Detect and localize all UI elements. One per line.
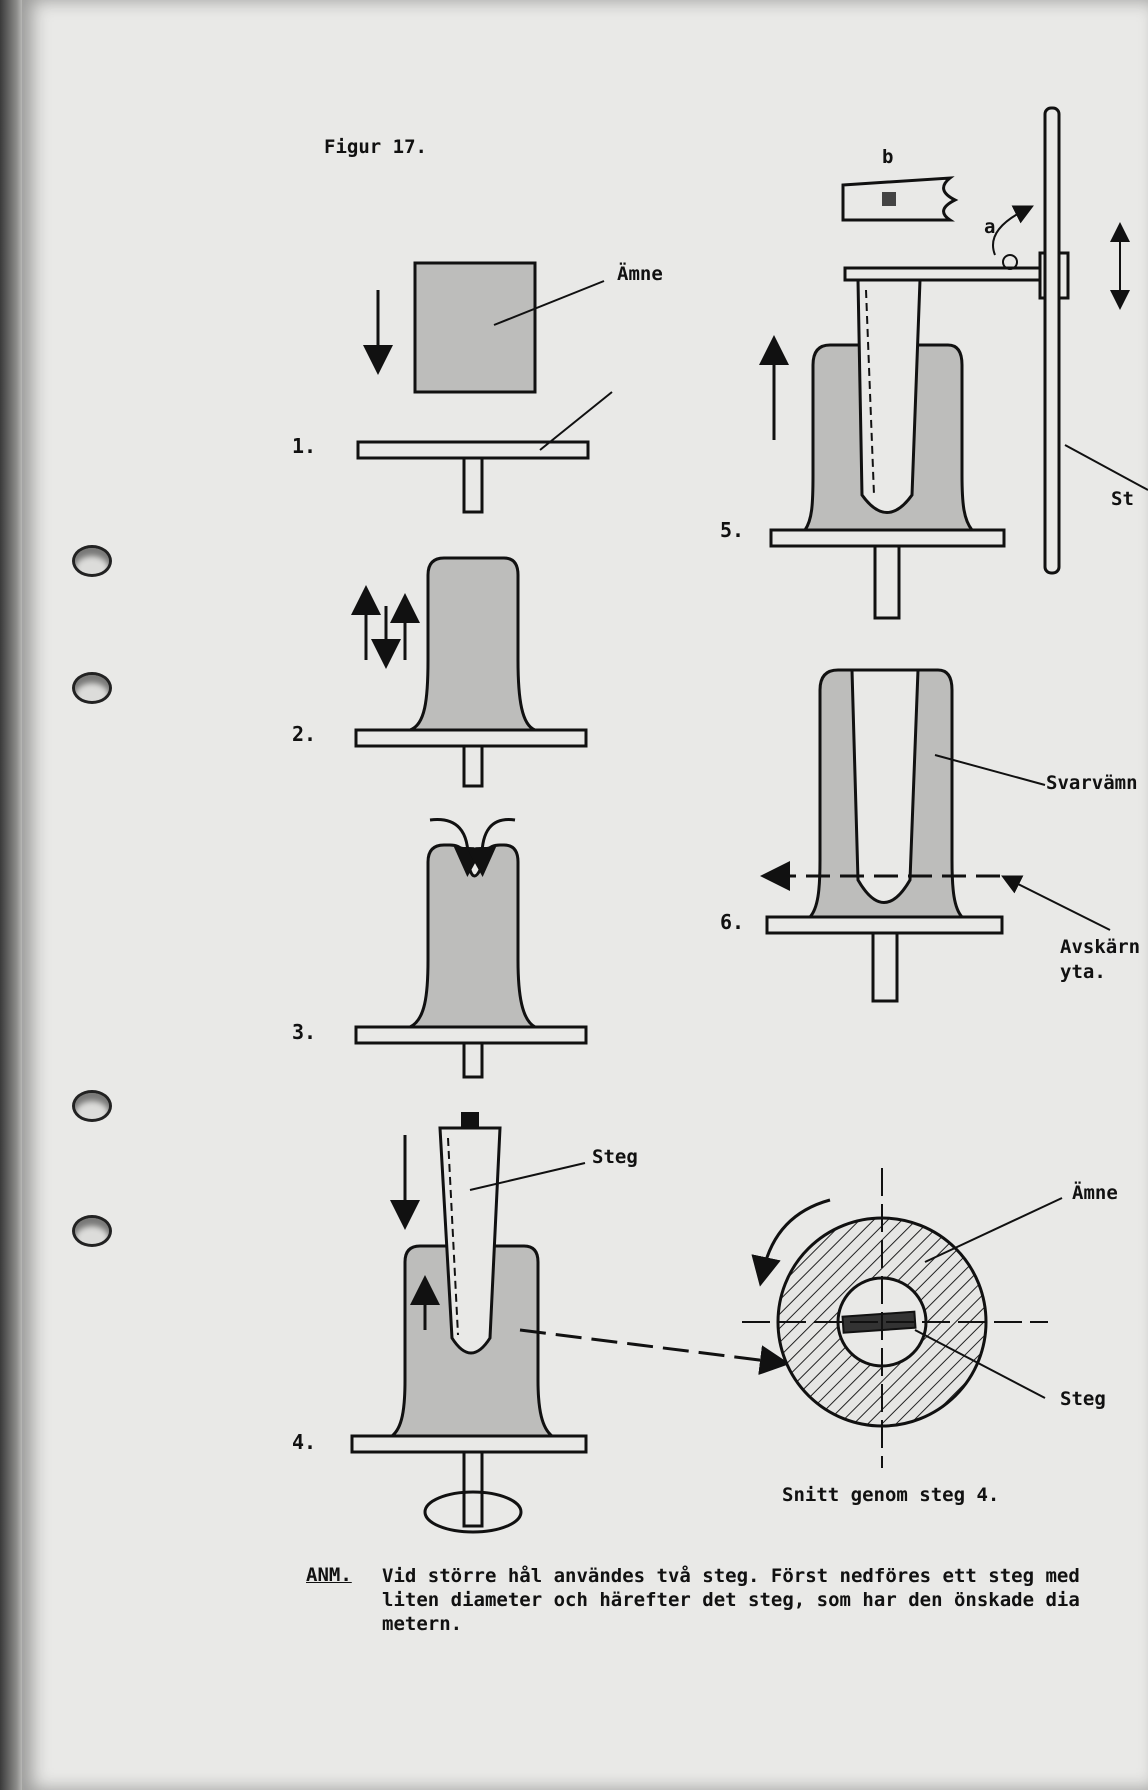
- step-number-4: 4.: [292, 1430, 317, 1454]
- document-page: [22, 0, 1148, 1790]
- step-3-diagram: [354, 818, 588, 1079]
- punch-hole: [72, 672, 112, 704]
- label-steg-section: Steg: [1060, 1388, 1106, 1410]
- label-amne: Ämne: [617, 263, 663, 285]
- label-steg: Steg: [592, 1146, 638, 1168]
- step-4-diagram: [350, 1112, 790, 1534]
- punch-hole: [72, 545, 112, 577]
- punch-hole: [72, 1215, 112, 1247]
- label-st: St: [1111, 488, 1134, 510]
- step-5-diagram: [759, 106, 1148, 620]
- step-number-5: 5.: [720, 518, 745, 542]
- label-amne-section: Ämne: [1072, 1182, 1118, 1204]
- label-avskarn: Avskärn: [1060, 936, 1141, 958]
- step-number-3: 3.: [292, 1020, 317, 1044]
- page-binding-edge: [0, 0, 24, 1790]
- label-svarvamne: Svarvämn: [1046, 772, 1138, 794]
- note-heading: ANM.: [306, 1564, 352, 1586]
- label-yta: yta.: [1060, 961, 1106, 983]
- step-number-2: 2.: [292, 722, 317, 746]
- step-6-diagram: [760, 668, 1111, 1003]
- label-b: b: [882, 146, 894, 168]
- note-text: Vid större hål användes två steg. Först …: [382, 1565, 1080, 1635]
- step-number-6: 6.: [720, 910, 745, 934]
- punch-hole: [72, 1090, 112, 1122]
- figure-title: Figur 17.: [324, 136, 427, 158]
- label-a: a: [984, 216, 996, 238]
- step-1-diagram: [356, 261, 613, 514]
- step-2-diagram: [351, 556, 588, 788]
- section-view-diagram: [742, 1168, 1063, 1468]
- step-number-1: 1.: [292, 434, 317, 458]
- section-caption: Snitt genom steg 4.: [782, 1484, 1000, 1506]
